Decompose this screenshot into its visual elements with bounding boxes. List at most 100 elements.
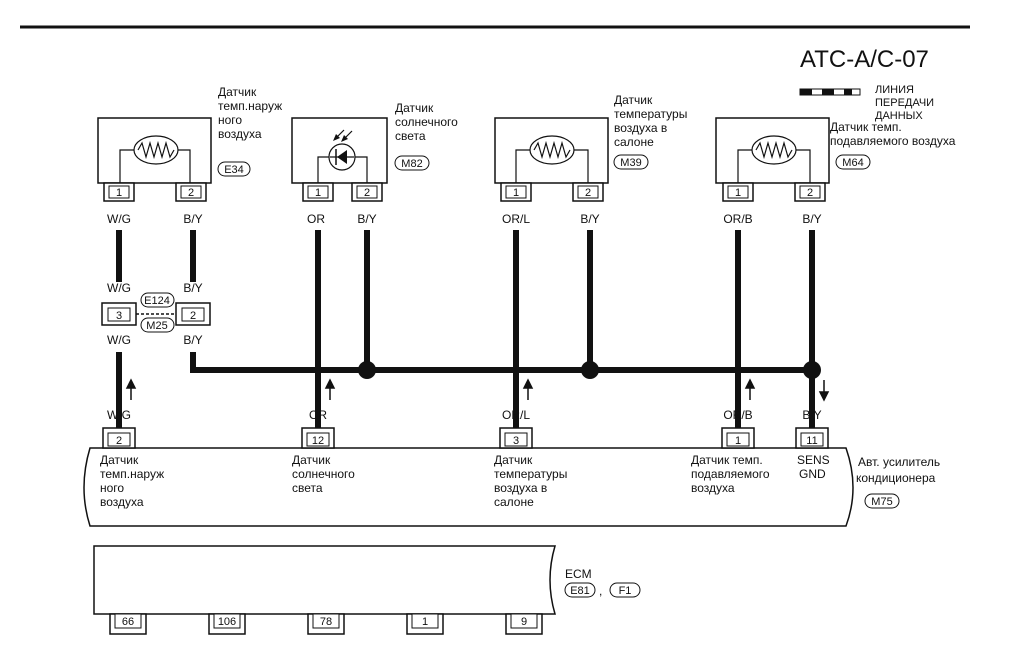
svg-text:E81: E81 (570, 585, 590, 597)
svg-text:SENS: SENS (797, 453, 830, 467)
ecm-box (93, 545, 557, 615)
svg-text:2: 2 (364, 187, 370, 199)
svg-text:1: 1 (422, 616, 428, 628)
svg-text:OR/B: OR/B (723, 212, 752, 226)
ecm-pin-2: 106 (208, 613, 246, 635)
svg-text:,: , (599, 584, 602, 598)
legend-line-3: ДАННЫХ (875, 110, 923, 122)
svg-text:солнечного: солнечного (395, 115, 458, 129)
svg-text:F1: F1 (619, 585, 632, 597)
svg-text:темп.наруж: темп.наруж (218, 99, 282, 113)
joint-connector: W/G B/Y 3 2 E124 M25 W/G B/Y (101, 281, 211, 347)
svg-text:воздуха в: воздуха в (614, 121, 667, 135)
svg-text:света: света (292, 481, 323, 495)
amp-terminal-5: 11 (795, 427, 829, 449)
svg-text:температуры: температуры (614, 107, 687, 121)
connector-badge (394, 155, 430, 171)
ecm-pin-4: 1 (406, 613, 444, 635)
svg-text:1: 1 (735, 187, 741, 199)
in-vehicle-sensor: Датчик температуры воздуха в салоне M39 … (494, 93, 687, 226)
signal-arrows (125, 378, 830, 402)
ac-amplifier: 2 12 3 1 11 Датчик темп.наруж ного возду… (83, 427, 940, 527)
svg-text:B/Y: B/Y (580, 212, 599, 226)
svg-text:B/Y: B/Y (183, 281, 202, 295)
svg-text:Датчик: Датчик (292, 453, 331, 467)
svg-text:M25: M25 (146, 320, 167, 332)
svg-text:OR/B: OR/B (723, 408, 752, 422)
svg-text:B/Y: B/Y (183, 212, 202, 226)
svg-text:солнечного: солнечного (292, 467, 355, 481)
svg-text:GND: GND (799, 467, 826, 481)
ecm-pin-5: 9 (505, 613, 543, 635)
svg-text:B/Y: B/Y (183, 333, 202, 347)
svg-text:2: 2 (190, 310, 196, 322)
svg-text:B/Y: B/Y (357, 212, 376, 226)
connector-id: E34 (224, 164, 244, 176)
svg-text:Датчик: Датчик (100, 453, 139, 467)
svg-text:кондиционера: кондиционера (856, 471, 936, 485)
svg-text:2: 2 (585, 187, 591, 199)
svg-text:ного: ного (218, 113, 242, 127)
ecm-name: ECM (565, 567, 592, 581)
wires (116, 230, 815, 428)
svg-text:2: 2 (116, 435, 122, 447)
connector-id: M64 (842, 157, 863, 169)
diagram-title: ATC-A/C-07 (800, 46, 929, 73)
svg-text:Датчик темп.: Датчик темп. (830, 120, 902, 134)
svg-text:W/G: W/G (107, 281, 131, 295)
svg-text:78: 78 (320, 616, 332, 628)
svg-text:1: 1 (315, 187, 321, 199)
connector-badge (864, 493, 900, 509)
svg-text:OR/L: OR/L (502, 212, 530, 226)
legend-line-1: ЛИНИЯ (875, 84, 914, 96)
svg-text:E124: E124 (144, 295, 170, 307)
ecm-unit: ECM E81 , F1 66 106 78 1 9 (93, 545, 641, 635)
svg-text:W/G: W/G (107, 333, 131, 347)
svg-text:температуры: температуры (494, 467, 567, 481)
svg-text:воздуха: воздуха (691, 481, 735, 495)
svg-text:12: 12 (312, 435, 324, 447)
svg-text:Датчик: Датчик (218, 85, 257, 99)
ecm-pin-3: 78 (307, 613, 345, 635)
svg-text:1: 1 (116, 187, 122, 199)
amp-terminal-1: 2 (102, 427, 136, 449)
svg-text:воздуха: воздуха (218, 127, 262, 141)
amplifier-name: Авт. усилитель (858, 455, 940, 469)
svg-text:Датчик: Датчик (614, 93, 653, 107)
svg-text:салоне: салоне (494, 495, 534, 509)
svg-text:подавляемого воздуха: подавляемого воздуха (830, 134, 956, 148)
svg-text:W/G: W/G (107, 408, 131, 422)
ecm-pin-1: 66 (109, 613, 147, 635)
svg-text:подавляемого: подавляемого (691, 467, 770, 481)
svg-text:3: 3 (513, 435, 519, 447)
svg-text:B/Y: B/Y (802, 212, 821, 226)
svg-text:OR/L: OR/L (502, 408, 530, 422)
ambient-sensor: Датчик темп.наруж ного воздуха E34 1 2 W… (97, 85, 282, 226)
svg-text:света: света (395, 129, 426, 143)
connector-id: M82 (401, 158, 422, 170)
svg-text:темп.наруж: темп.наруж (100, 467, 164, 481)
connector-badge (835, 154, 871, 170)
data-line-legend: ЛИНИЯ ПЕРЕДАЧИ ДАННЫХ (799, 84, 934, 122)
svg-text:Датчик темп.: Датчик темп. (691, 453, 763, 467)
intake-sensor: Датчик темп. подавляемого воздуха M64 1 … (715, 117, 956, 226)
svg-text:2: 2 (188, 187, 194, 199)
connector-badge (217, 161, 251, 177)
legend-line-2: ПЕРЕДАЧИ (875, 97, 934, 109)
svg-text:OR: OR (309, 408, 327, 422)
connector-id: M39 (620, 157, 641, 169)
amplifier-box (83, 447, 854, 527)
svg-text:11: 11 (806, 435, 817, 447)
svg-text:2: 2 (807, 187, 813, 199)
svg-text:Датчик: Датчик (395, 101, 434, 115)
svg-text:воздуха: воздуха (100, 495, 144, 509)
svg-text:1: 1 (735, 435, 741, 447)
connector-badge (613, 154, 649, 170)
svg-text:салоне: салоне (614, 135, 654, 149)
splice-points (358, 361, 821, 379)
svg-text:3: 3 (116, 310, 122, 322)
svg-text:9: 9 (521, 616, 527, 628)
amp-terminal-3: 3 (499, 427, 533, 449)
svg-text:1: 1 (513, 187, 519, 199)
